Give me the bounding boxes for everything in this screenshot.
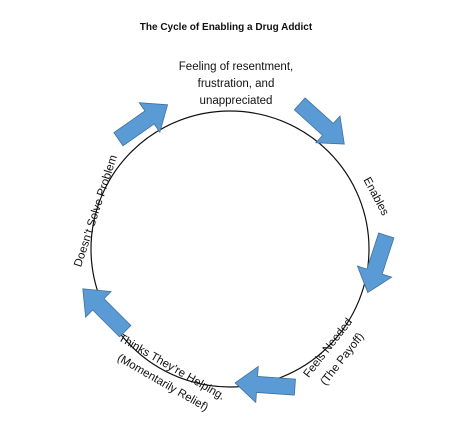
- block-arrow-icon: [234, 365, 296, 404]
- bottom-right-label: Feels Needed (The Payoff): [302, 316, 367, 388]
- bottom-left-label: Thinks They’re Helping. (Momentarily Rel…: [115, 332, 227, 414]
- cycle-arrows: [82, 97, 395, 404]
- top-label: Feeling of resentment, frustration, and …: [179, 61, 293, 107]
- block-arrow-icon: [356, 232, 395, 294]
- top-label-line-2: frustration, and: [198, 78, 275, 90]
- right-label: Enables: [361, 175, 391, 218]
- diagram-title: The Cycle of Enabling a Drug Addict: [140, 22, 313, 33]
- block-arrow-icon: [113, 102, 169, 147]
- top-label-line-1: Feeling of resentment,: [179, 61, 293, 73]
- block-arrow-icon: [293, 97, 345, 145]
- left-label: Doesn’t Solve Problem: [72, 154, 120, 269]
- cycle-circle: [90, 110, 370, 388]
- top-label-line-3: unappreciated: [200, 95, 273, 107]
- block-arrow-icon: [82, 288, 132, 338]
